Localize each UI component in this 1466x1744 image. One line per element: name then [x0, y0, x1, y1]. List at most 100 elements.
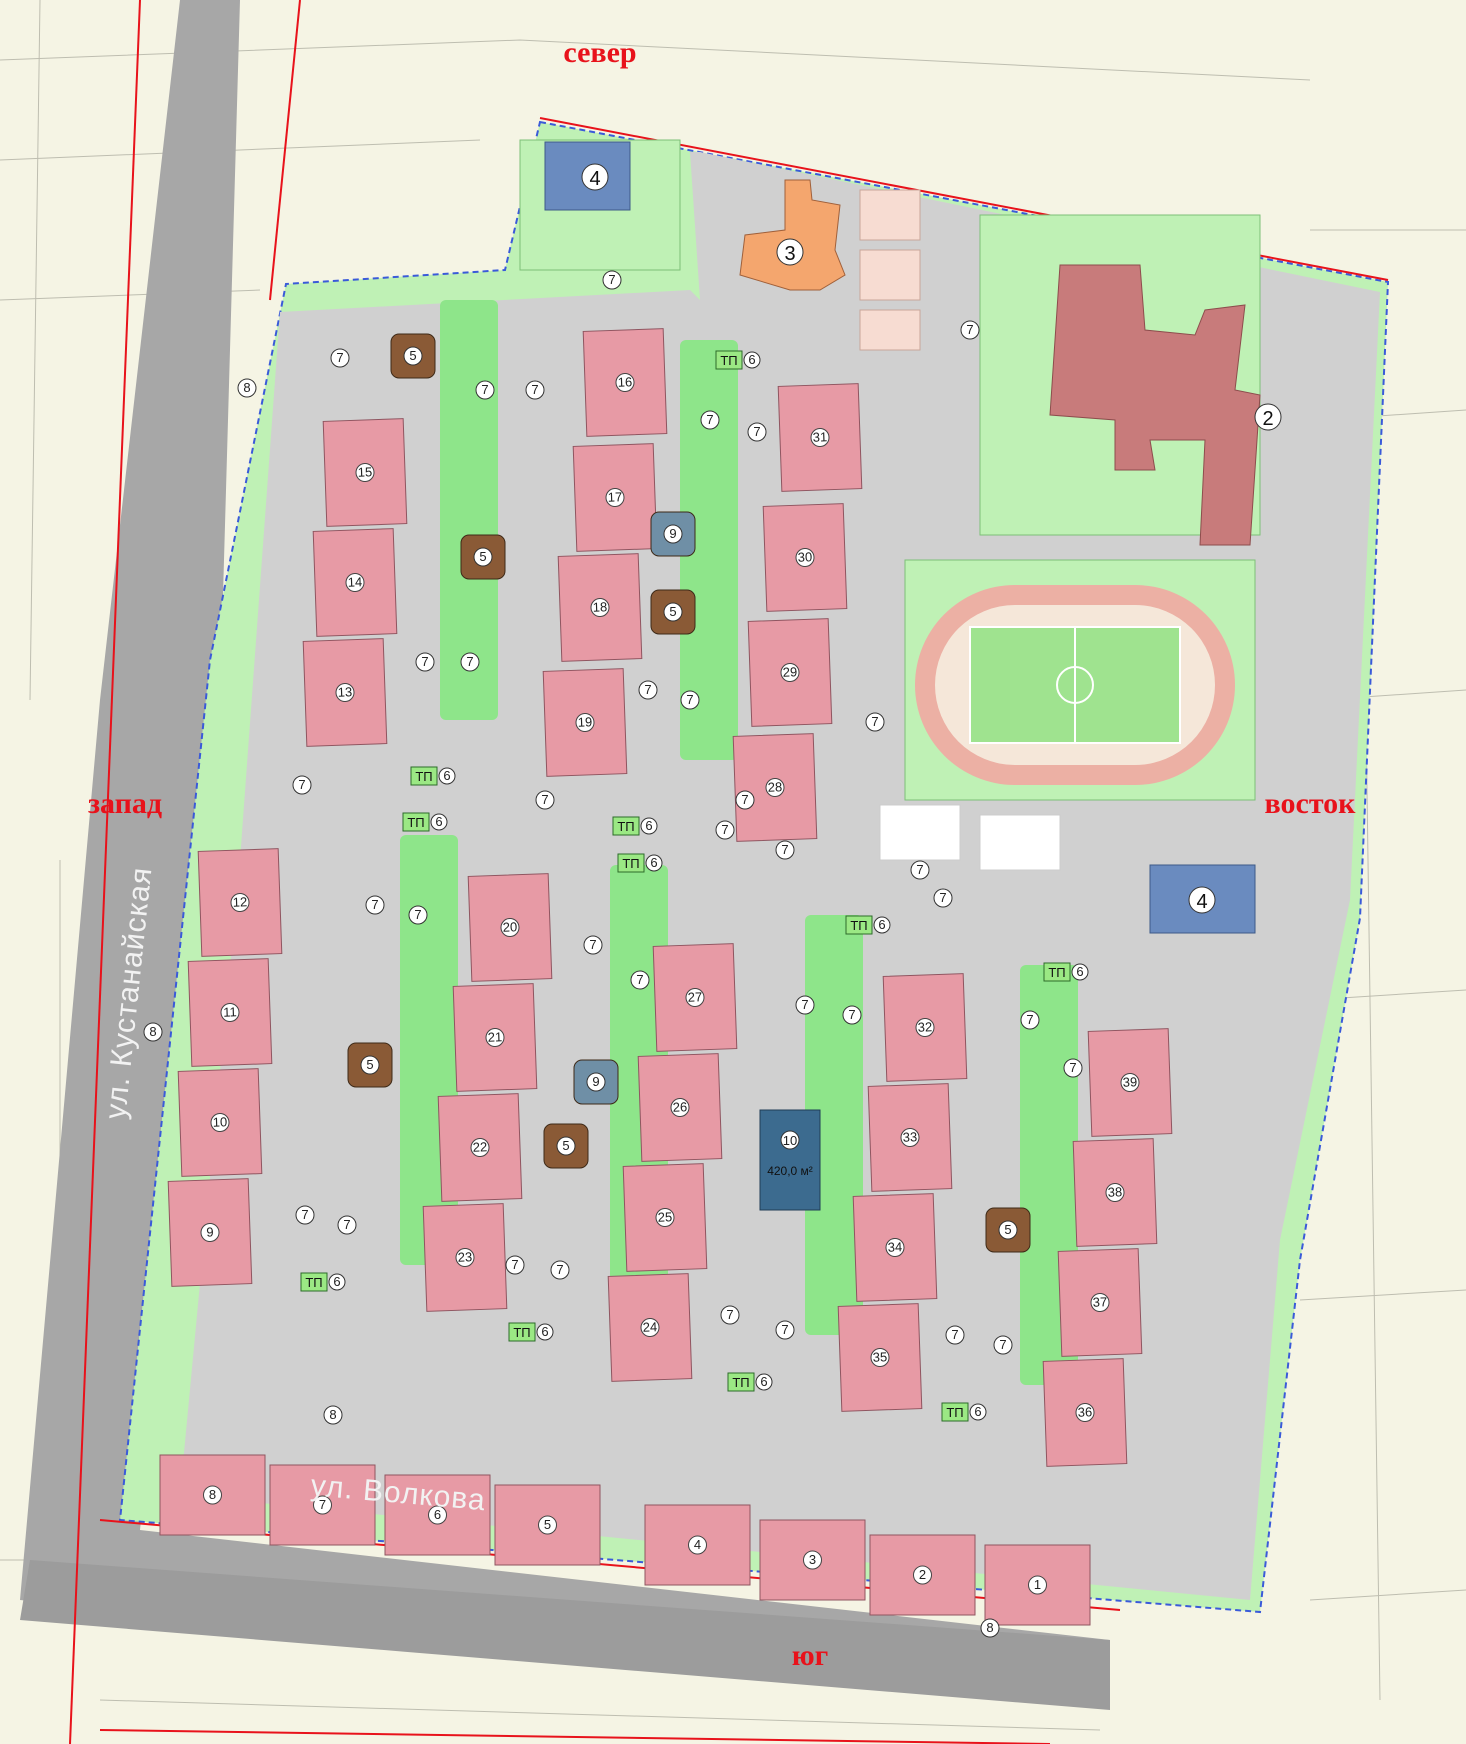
mark-circle: [735, 790, 755, 810]
building-number-marker: [780, 663, 800, 682]
basketball-area-label: 420,0 м²: [767, 1164, 813, 1178]
parking-mark: 7: [630, 970, 650, 990]
parking-mark: 7: [295, 1205, 315, 1225]
mark-circle: [237, 378, 257, 398]
playground-mark: 5: [347, 1042, 393, 1088]
sport-ground-mark: 9: [573, 1059, 619, 1105]
building-number: 7: [319, 1497, 326, 1512]
building-2: 2: [869, 1534, 976, 1616]
mark-circle: [945, 1325, 965, 1345]
basketball-court: [759, 1109, 821, 1211]
building-30: 30: [762, 503, 848, 612]
parking-mark: 7: [747, 422, 767, 442]
mark-circle: [550, 1260, 570, 1280]
mark-number: 7: [999, 1337, 1006, 1352]
building-number-marker: [615, 373, 635, 392]
substation-number: 6: [541, 1324, 548, 1339]
mark-number: 7: [371, 897, 378, 912]
mark-number: 7: [781, 842, 788, 857]
substation-box: [410, 766, 438, 786]
substation-label: ТП: [850, 918, 867, 933]
building-number-marker: [605, 488, 625, 507]
school-building: [1049, 264, 1261, 546]
building-number-marker: [795, 548, 815, 567]
building-23: 23: [422, 1203, 508, 1312]
building-number: 17: [607, 489, 622, 504]
building-number-marker: [230, 893, 250, 912]
building-number-marker: [590, 598, 610, 617]
playground-mark: 5: [460, 534, 506, 580]
mark-number: 7: [781, 1322, 788, 1337]
mark-circle: [460, 652, 480, 672]
parking-mark: 7: [475, 380, 495, 400]
mark-number: 7: [466, 654, 473, 669]
substation-number: 6: [974, 1404, 981, 1419]
mark-number: 7: [636, 972, 643, 987]
substation-box: [300, 1272, 328, 1292]
building-28: 28: [732, 733, 818, 842]
building-number-marker: [765, 778, 785, 797]
substation-box: [845, 915, 873, 935]
residential-buildings: 1234567891011121314151617181920212223242…: [159, 328, 1173, 1626]
building-number: 32: [917, 1019, 932, 1034]
mark-number: 7: [951, 1327, 958, 1342]
mark-circle: [638, 680, 658, 700]
substation-number-marker: [430, 813, 448, 831]
mark-circle: [403, 346, 423, 366]
substation-label: ТП: [946, 1405, 963, 1420]
court-1: [879, 804, 961, 861]
building-number-marker: [1028, 1575, 1047, 1595]
parking-mark: 7: [700, 410, 720, 430]
building-27: 27: [652, 943, 738, 1052]
parking-mark: 7: [415, 652, 435, 672]
parking-mark: 7: [505, 1255, 525, 1275]
building-10: 10: [177, 1068, 263, 1177]
basketball-marker: [780, 1130, 800, 1150]
parking-lot-east-marker: [1188, 886, 1216, 914]
building-number: 22: [472, 1139, 487, 1154]
substation-label: ТП: [513, 1325, 530, 1340]
parking-mark: 7: [933, 888, 953, 908]
building-number: 4: [694, 1537, 701, 1552]
building-number: 1: [1034, 1577, 1041, 1592]
mark-circle: [292, 775, 312, 795]
building-number: 3: [809, 1552, 816, 1567]
mark-circle: [680, 690, 700, 710]
building-number: 30: [797, 549, 812, 564]
kindergarten-plots: [859, 189, 921, 351]
parking-mark: 7: [945, 1325, 965, 1345]
kindergarten-building: [739, 179, 846, 291]
mark-number: 7: [686, 692, 693, 707]
building-number-marker: [915, 1018, 935, 1037]
road-mark: 8: [980, 1618, 1000, 1638]
mark-circle: [415, 652, 435, 672]
substation-mark: ТП 6: [941, 1402, 987, 1422]
mark-circle: [505, 1255, 525, 1275]
building-15: 15: [322, 418, 408, 527]
mark-number: 7: [481, 382, 488, 397]
building-number: 19: [577, 714, 592, 729]
mark-circle: [1063, 1058, 1083, 1078]
parking-mark: 7: [795, 995, 815, 1015]
mark-circle: [535, 790, 555, 810]
mark-circle: [408, 905, 428, 925]
parking-mark: 7: [292, 775, 312, 795]
direction-north: север: [563, 36, 636, 69]
building-4: 4: [644, 1504, 751, 1586]
mark-number: 9: [669, 526, 676, 541]
mark-circle: [998, 1220, 1018, 1240]
mark-number: 7: [608, 272, 615, 287]
substation-number: 6: [435, 814, 442, 829]
building-number-marker: [1105, 1183, 1125, 1202]
mark-circle: [700, 410, 720, 430]
substation-box: [402, 812, 430, 832]
substation-number-marker: [645, 854, 663, 872]
mark-circle: [630, 970, 650, 990]
mark-number: 7: [336, 350, 343, 365]
building-number: 20: [502, 919, 517, 934]
substation-number: 6: [645, 818, 652, 833]
building-number: 12: [232, 894, 247, 909]
